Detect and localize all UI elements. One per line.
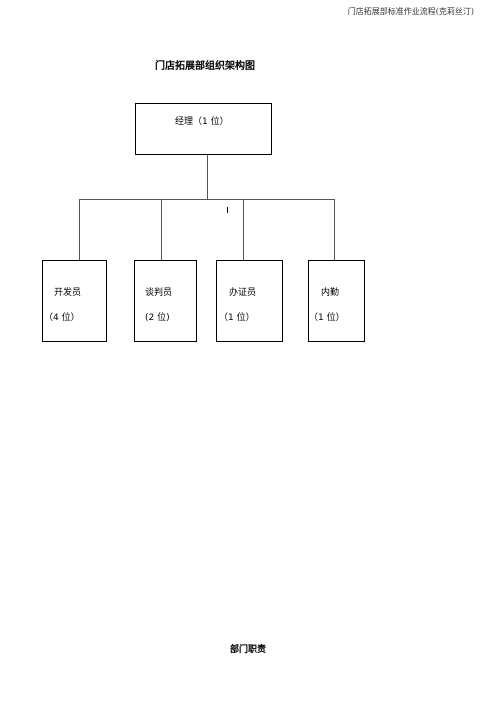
internal-staff-count: （1 位） <box>309 313 345 323</box>
connector-to-internal-staff <box>334 199 335 260</box>
negotiator-role: 谈判员 <box>145 288 173 298</box>
manager-label: 经理（1 位） <box>175 114 229 127</box>
org-node-developer: 开发员 （4 位） <box>42 260 107 342</box>
org-node-internal-staff: 内勤 （1 位） <box>308 260 365 342</box>
org-node-negotiator: 谈判员 (2 位) <box>134 260 197 342</box>
manager-role: 经理 <box>175 117 194 127</box>
org-chart-title: 门店拓展部组织架构图 <box>155 61 255 72</box>
connector-to-negotiator <box>161 199 162 260</box>
negotiator-count: (2 位) <box>145 313 170 323</box>
developer-count: （4 位） <box>44 313 80 323</box>
section-title-department-duties: 部门职责 <box>229 645 266 655</box>
permit-officer-count: （1 位） <box>219 313 255 323</box>
connector-horizontal-bar <box>79 199 335 200</box>
connector-tick-mark <box>227 207 228 213</box>
org-node-permit-officer: 办证员 （1 位） <box>216 260 283 342</box>
page-header-note: 门店拓展部标准作业流程(克莉丝汀) <box>347 7 474 16</box>
manager-count: （1 位） <box>193 117 229 127</box>
connector-to-permit-officer <box>243 199 244 260</box>
connector-to-developer <box>79 199 80 260</box>
internal-staff-role: 内勤 <box>321 288 340 298</box>
permit-officer-role: 办证员 <box>229 288 257 298</box>
developer-role: 开发员 <box>54 288 82 298</box>
connector-manager-down <box>207 155 208 200</box>
org-node-manager: 经理（1 位） <box>135 103 272 155</box>
